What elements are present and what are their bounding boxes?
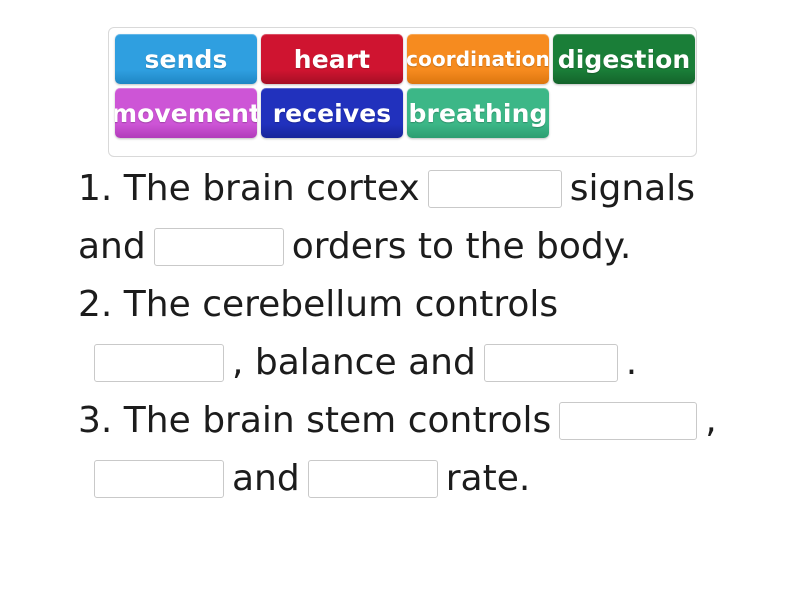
sentence-text: and: [232, 458, 300, 499]
sentence-text: and: [78, 226, 146, 267]
drop-blank[interactable]: [483, 344, 618, 382]
drop-blank[interactable]: [94, 344, 224, 382]
sentence-line-1: 1. The brain cortex signals: [0, 160, 800, 218]
sentence-line-4: , balance and.: [0, 334, 800, 392]
sentence-line-5: 3. The brain stem controls,: [0, 392, 800, 450]
sentence-line-3: 2. The cerebellum controls: [0, 276, 800, 334]
sentence-text: , balance and: [232, 342, 476, 383]
sentence-text: 3. The brain stem controls: [78, 400, 552, 441]
sentence-text: 1. The brain cortex: [78, 168, 420, 209]
drop-blank[interactable]: [427, 170, 562, 208]
sentence-text: signals: [569, 168, 695, 209]
sentence-text: orders to the body.: [291, 226, 632, 267]
sentence-text: ,: [705, 400, 717, 441]
sentence-text: rate.: [445, 458, 531, 499]
word-tile-movement[interactable]: movement: [115, 88, 257, 138]
drop-blank[interactable]: [559, 402, 698, 440]
word-tile-digestion[interactable]: digestion: [553, 34, 695, 84]
sentence-text: .: [625, 342, 638, 383]
word-tile-breathing[interactable]: breathing: [407, 88, 549, 138]
word-tile-sends[interactable]: sends: [115, 34, 257, 84]
drop-blank[interactable]: [153, 228, 284, 266]
word-tile-heart[interactable]: heart: [261, 34, 403, 84]
sentence-line-6: and rate.: [0, 450, 800, 508]
sentence-list: 1. The brain cortex signals and orders to t…: [0, 160, 800, 508]
drop-blank[interactable]: [94, 460, 224, 498]
word-tile-receives[interactable]: receives: [261, 88, 403, 138]
drop-blank[interactable]: [307, 460, 438, 498]
sentence-text: 2. The cerebellum controls: [78, 284, 559, 325]
sentence-line-2: and orders to the body.: [0, 218, 800, 276]
word-tile-coordination[interactable]: coordination: [407, 34, 549, 84]
